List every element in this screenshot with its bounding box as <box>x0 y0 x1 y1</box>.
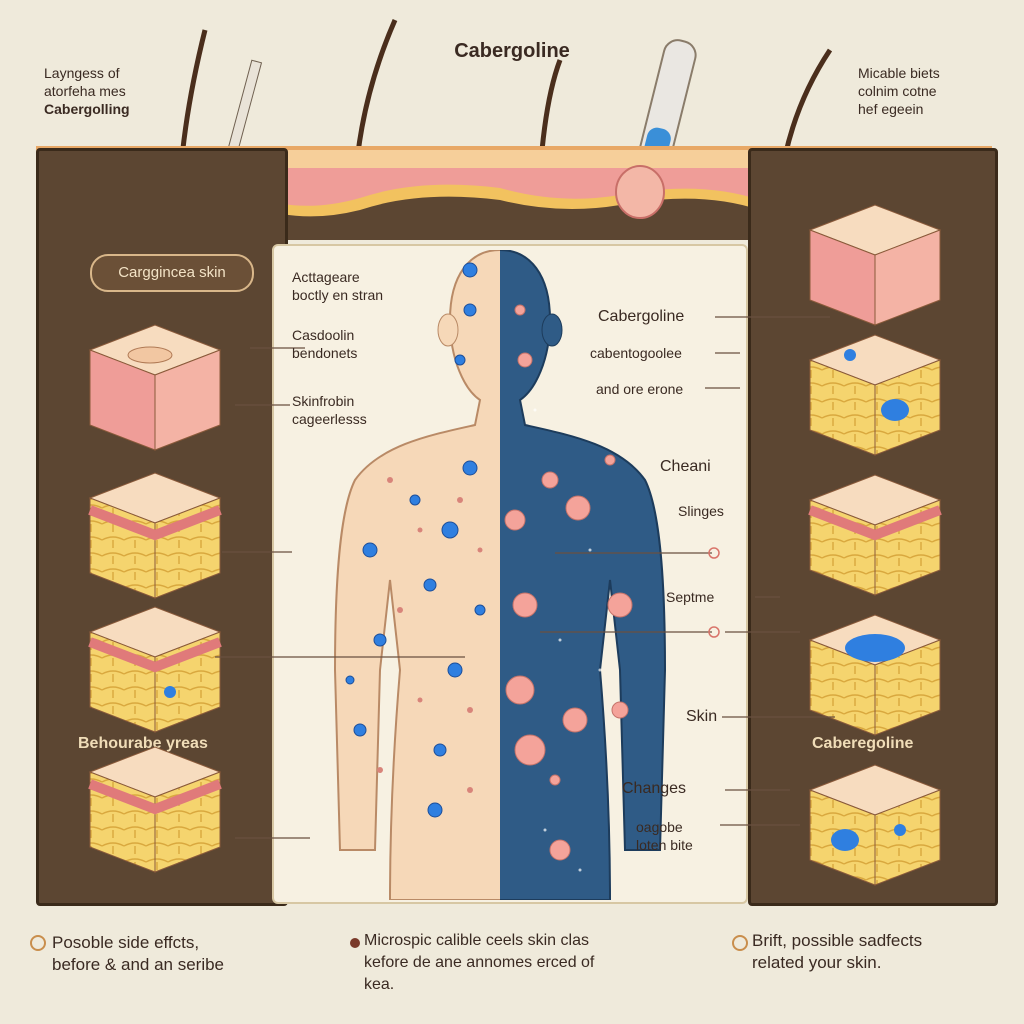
top-right-note: Micable biets colnim cotne hef egeein <box>858 64 1008 118</box>
caption-line: related your skin. <box>752 953 882 972</box>
bottom-caption-middle: Microspic calible ceels skin clas kefore… <box>364 930 694 996</box>
right-label-6: Septme <box>666 589 715 605</box>
top-right-note-line: Micable biets <box>858 65 940 81</box>
left-panel-bottom-label: Behourabe yreas <box>78 735 208 752</box>
top-left-note-line: Cabergolling <box>44 101 130 117</box>
center-label-line: boctly en stran <box>292 287 384 303</box>
caption-line: Brift, possible sadfects <box>752 931 923 950</box>
skin-block <box>88 472 222 599</box>
right-label-5: Slinges <box>678 503 724 519</box>
caption-line: before & and an seribe <box>52 955 225 974</box>
center-label-line: Skinfrobin <box>292 393 355 409</box>
right-label-4: Cheani <box>660 458 711 475</box>
right-label-7: Skin <box>686 708 718 725</box>
top-left-note-line: Layngess of <box>44 65 120 81</box>
right-label-1: Cabergoline <box>598 308 685 325</box>
center-label-line: Casdoolin <box>292 327 355 343</box>
human-figure <box>334 250 666 900</box>
blue-half-specks <box>533 408 602 872</box>
skin-block <box>808 204 942 326</box>
pink-bumps <box>504 304 633 861</box>
center-label-1: Acttageare boctly en stran <box>292 268 432 304</box>
page-title: Cabergoline <box>454 40 570 62</box>
bullet-icon <box>732 935 748 951</box>
right-label-8: Changes <box>622 780 687 797</box>
bottom-caption-left: Posoble side effcts, before & and an ser… <box>52 932 312 976</box>
caption-line: Microspic calible ceels skin clas <box>364 932 589 949</box>
skin-block <box>808 334 942 456</box>
center-label-3: Skinfrobin cageerlesss <box>292 392 432 428</box>
skin-block <box>88 324 222 451</box>
skin-block <box>88 606 222 733</box>
center-label-2: Casdoolin bendonets <box>292 326 432 362</box>
right-label-line: loten bite <box>636 837 693 853</box>
blue-spots <box>345 262 486 818</box>
right-label-9: oagobe loten bite <box>636 818 726 854</box>
right-panel-label: Caberegoline <box>812 735 914 752</box>
right-label-3: and ore erone <box>596 381 684 397</box>
top-right-note-line: hef egeein <box>858 101 924 117</box>
caption-line: Posoble side effcts, <box>52 933 200 952</box>
bottom-caption-right: Brift, possible sadfects related your sk… <box>752 930 1012 974</box>
center-label-line: bendonets <box>292 345 358 361</box>
skin-block <box>808 474 942 596</box>
left-skin-blocks <box>88 324 222 873</box>
top-right-note-line: colnim cotne <box>858 83 937 99</box>
right-label-line: oagobe <box>636 819 683 835</box>
center-label-line: cageerlesss <box>292 411 367 427</box>
pink-specks <box>377 477 483 793</box>
skin-block <box>88 746 222 873</box>
top-left-note: Layngess of atorfeha mes Cabergolling <box>44 64 194 118</box>
caption-line: kea. <box>364 976 395 993</box>
skin-block <box>808 764 942 886</box>
right-skin-blocks <box>808 204 942 886</box>
bullet-icon <box>350 938 360 948</box>
center-label-line: Acttageare <box>292 269 360 285</box>
skin-block <box>808 614 942 736</box>
bullet-icon <box>30 935 46 951</box>
right-label-2: cabentogoolee <box>590 345 682 361</box>
left-panel-pill-label: Carggincea skin <box>90 254 254 292</box>
top-left-note-line: atorfeha mes <box>44 83 126 99</box>
caption-line: kefore de ane annomes erced of <box>364 954 595 971</box>
